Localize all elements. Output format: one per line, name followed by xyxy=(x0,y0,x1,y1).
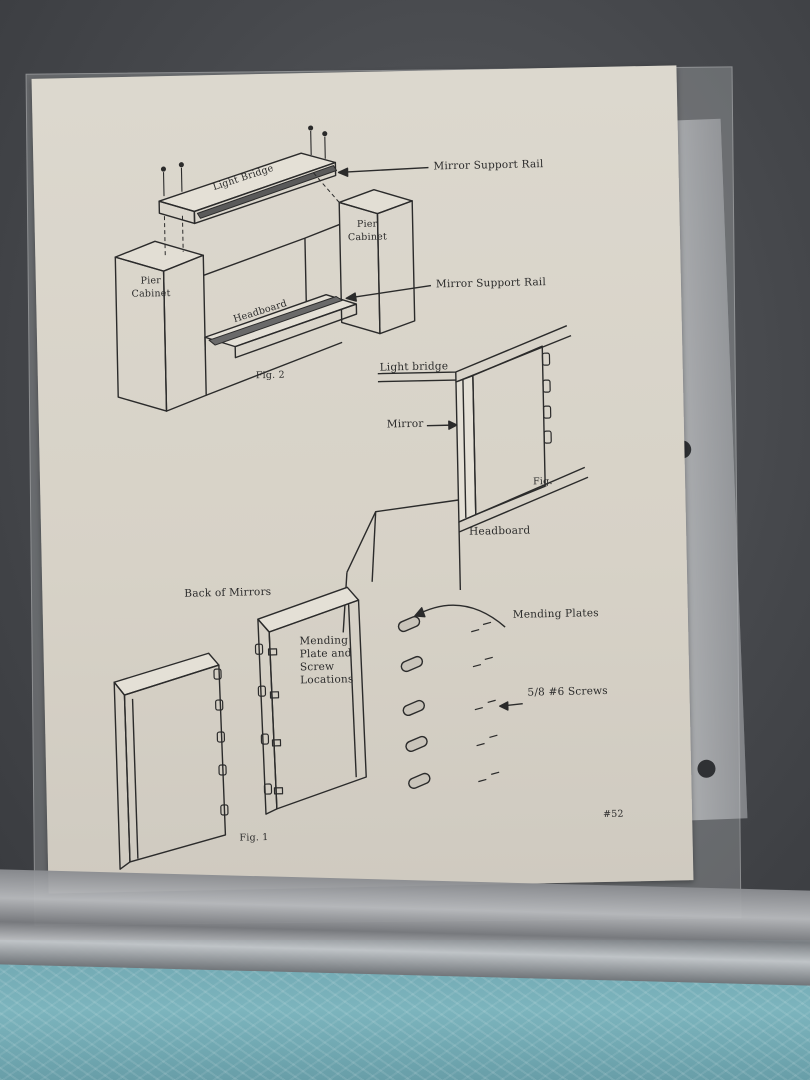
instruction-drawings xyxy=(113,125,589,870)
fig1-mirror-back-drawing xyxy=(113,586,523,870)
label-light-bridge-right: Light bridge xyxy=(379,360,449,374)
label-screws: 5/8 #6 Screws xyxy=(527,684,608,699)
label-pier-cabinet-left: Pier Cabinet xyxy=(131,275,171,300)
label-mending-plate-locations: Mending Plate and Screw Locations xyxy=(299,634,354,687)
label-mirror-support-rail-bottom: Mirror Support Rail xyxy=(435,276,547,291)
label-pier-cabinet-right: Pier Cabinet xyxy=(347,218,388,244)
label-headboard-right: Headboard xyxy=(468,524,531,538)
page-number: #52 xyxy=(602,808,624,821)
fig-right-mirror-drawing xyxy=(342,325,589,633)
fig1-caption: Fig. 1 xyxy=(239,832,269,844)
label-mirror-support-rail-top: Mirror Support Rail xyxy=(433,158,544,173)
instruction-sheet: Light Bridge Pier Cabinet Pier Cabinet H… xyxy=(31,65,694,894)
fig2-caption: Fig. 2 xyxy=(255,369,285,382)
label-mending-plates: Mending Plates xyxy=(512,607,599,621)
label-back-of-mirrors: Back of Mirrors xyxy=(184,585,272,600)
fig2-cabinet-drawing xyxy=(114,125,432,412)
label-mirror: Mirror xyxy=(386,417,424,431)
fig-right-caption: Fig. xyxy=(532,476,553,488)
binder-hole-bottom xyxy=(697,759,716,779)
